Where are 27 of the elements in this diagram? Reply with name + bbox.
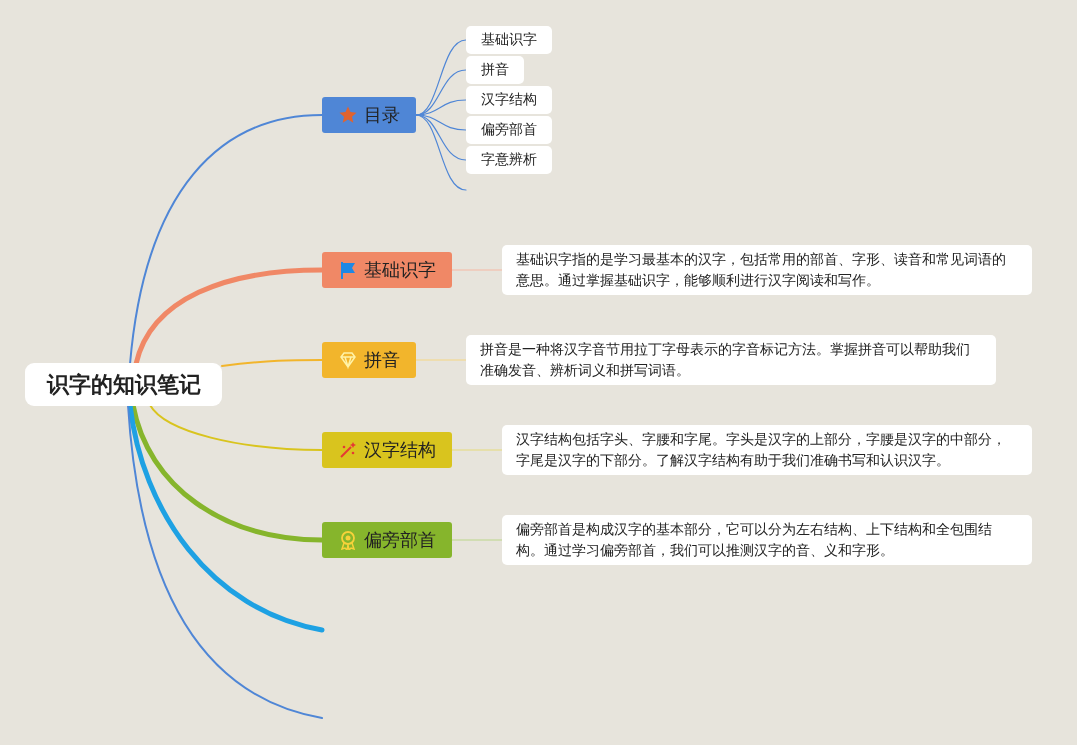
subtopic-box: 拼音 bbox=[466, 56, 524, 84]
note-box: 拼音是一种将汉字音节用拉丁字母表示的字音标记方法。掌握拼音可以帮助我们准确发音、辨析词义和拼写词语。 bbox=[466, 335, 996, 385]
branch-line bbox=[451, 539, 503, 541]
note-box: 汉字结构包括字头、字腰和字尾。字头是汉字的上部分，字腰是汉字的中部分，字尾是汉字的下部分。了解汉字结构有助于我们准确书写和认识汉字。 bbox=[502, 425, 1032, 475]
topic-label: 目录 bbox=[364, 103, 400, 127]
topic-label: 拼音 bbox=[364, 348, 400, 372]
branch-line bbox=[451, 449, 503, 451]
subtopic-box: 偏旁部首 bbox=[466, 116, 552, 144]
branch-line bbox=[415, 359, 467, 361]
branch-line bbox=[129, 114, 323, 365]
note-box: 基础识字指的是学习最基本的汉字，包括常用的部首、字形、读音和常见词语的意思。通过掌握基础识字，能够顺利进行汉字阅读和写作。 bbox=[502, 245, 1032, 295]
topic-box bbox=[322, 97, 416, 133]
branch-line bbox=[127, 404, 323, 719]
topic-box bbox=[322, 342, 416, 378]
topic-label: 汉字结构 bbox=[364, 438, 436, 462]
topic-box bbox=[322, 432, 452, 468]
branch-line bbox=[149, 404, 323, 451]
central-topic: 识字的知识笔记 bbox=[25, 363, 222, 406]
subtopic-box: 汉字结构 bbox=[466, 86, 552, 114]
subtopic-box: 基础识字 bbox=[466, 26, 552, 54]
branch-line bbox=[221, 359, 323, 367]
topic-label: 偏旁部首 bbox=[364, 528, 436, 552]
note-box: 偏旁部首是构成汉字的基本部分，它可以分为左右结构、上下结构和全包围结构。通过学习偏旁部首，我们可以推测汉字的音、义和字形。 bbox=[502, 515, 1032, 565]
topic-box bbox=[322, 252, 452, 288]
subtopic-box: 字意辨析 bbox=[466, 146, 552, 174]
topic-box bbox=[322, 522, 452, 558]
topic-label: 基础识字 bbox=[364, 258, 436, 282]
